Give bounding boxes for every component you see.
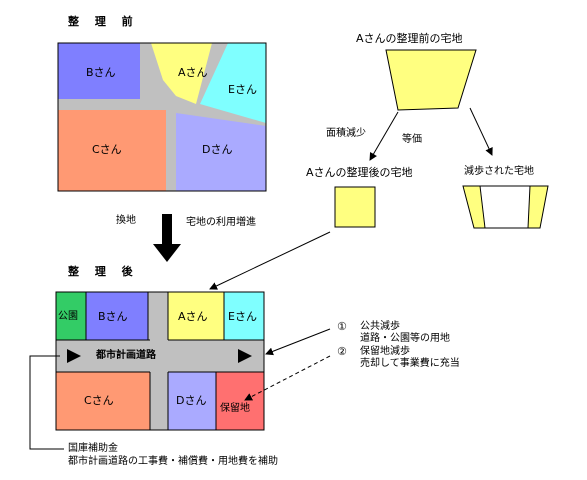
parcel-b-before: [58, 43, 140, 99]
parcel-e-before: [200, 43, 266, 123]
note2-desc: 売却して事業費に充当: [360, 358, 460, 369]
subsidy-line2: 都市計画道路の工事費・補償費・用地費を補助: [68, 456, 278, 467]
parcel-d-before-label: Dさん: [202, 143, 233, 156]
reserve-parcel: [216, 372, 264, 430]
parcel-d-after-label: Dさん: [176, 394, 207, 407]
parcel-e-before-label: Eさん: [228, 83, 257, 96]
parcel-b-after: [86, 292, 148, 340]
parcel-a-after: [168, 292, 224, 340]
reduced-land-shape: [462, 185, 549, 229]
area-reduction-label: 面積減少: [326, 128, 366, 139]
parcel-a-before: [151, 43, 212, 104]
note2-title: 保留地減歩: [360, 346, 410, 357]
after-map: [55, 291, 265, 431]
subsidy-connector: [29, 355, 64, 450]
a-parcel-after-shape: [334, 186, 376, 228]
parcel-a-before-label: Aさん: [178, 66, 208, 79]
note1-desc: 道路・公園等の用地: [360, 333, 450, 344]
value-increase-label: 宅地の利用増進: [186, 217, 256, 228]
parcel-c-before-label: Cさん: [92, 143, 122, 156]
parcel-d-before: [176, 113, 266, 191]
reduced-land-title: 減歩された宅地: [464, 166, 534, 177]
arrow-to-after: [369, 111, 399, 161]
down-arrow: [153, 214, 181, 262]
a-before-title: Aさんの整理前の宅地: [356, 32, 463, 45]
note1-number: ①: [337, 320, 347, 333]
before-title: 整 理 前: [68, 15, 139, 28]
note2-number: ②: [337, 345, 347, 358]
arrow-note-1: [265, 328, 331, 356]
park-label: 公園: [58, 311, 78, 322]
a-after-title: Aさんの整理後の宅地: [306, 166, 413, 179]
before-map: [57, 42, 267, 192]
reserve-label: 保留地: [220, 403, 250, 414]
parcel-a-after-label: Aさん: [178, 310, 208, 323]
parcel-c-before: [58, 110, 166, 191]
parcel-d-after: [168, 372, 216, 430]
subsidy-line1: 国庫補助金: [68, 443, 118, 454]
arrow-to-reduced: [469, 107, 493, 156]
a-parcel-before-shape: [385, 49, 477, 111]
parcel-c-after: [56, 372, 150, 430]
parcel-b-after-label: Bさん: [98, 310, 128, 323]
replot-label: 換地: [116, 215, 136, 226]
road-label: 都市計画道路: [96, 350, 156, 361]
after-title: 整 理 後: [68, 265, 139, 278]
park-parcel: [56, 292, 86, 340]
equivalence-label: 等価: [402, 134, 422, 145]
parcel-c-after-label: Cさん: [84, 394, 114, 407]
parcel-e-after-label: Eさん: [228, 310, 257, 323]
parcel-b-before-label: Bさん: [86, 66, 116, 79]
arrow-to-a-after: [209, 231, 331, 290]
parcel-e-after: [224, 292, 264, 340]
note1-title: 公共減歩: [360, 321, 400, 332]
arrow-note-2: [244, 355, 331, 401]
